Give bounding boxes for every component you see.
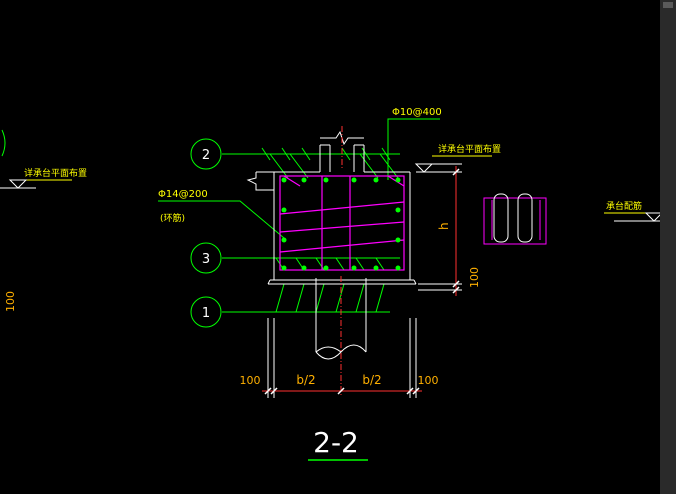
bottom-dimension-lines	[267, 318, 417, 398]
bar-spec-note: (环筋)	[160, 212, 185, 224]
pile	[315, 278, 367, 360]
bubble-1-number: 1	[202, 306, 210, 321]
bar-spec-label: Φ14@200	[158, 189, 208, 200]
leader-ticks-top	[261, 147, 399, 179]
top-level-marker	[414, 163, 434, 173]
leader-ticks-middle	[275, 257, 385, 271]
bubble-3-number: 3	[202, 252, 210, 267]
section-title: 2-2	[313, 426, 359, 459]
dim-right-half: b/2	[362, 373, 381, 387]
scrollbar-thumb[interactable]	[663, 2, 673, 8]
bottom-dimension-ticks	[264, 387, 420, 395]
note-top-right: 详承台平面布置	[438, 143, 501, 155]
far-right-level-marker	[644, 212, 664, 222]
stirrup-cage	[279, 175, 405, 271]
height-symbol: h	[437, 222, 451, 230]
right-dimension-ticks	[452, 168, 460, 294]
dim-right-offset: 100	[418, 374, 439, 387]
left-break-symbol	[246, 172, 274, 191]
right-dimension-extensions	[416, 171, 462, 291]
stirrup-spec-leader	[387, 118, 440, 180]
stirrup-spec-label: Φ10@400	[392, 107, 442, 118]
leader-ticks-bottom	[275, 283, 385, 313]
callout-bubble-2[interactable]: 2	[190, 138, 222, 170]
pile-detail-right	[483, 193, 547, 245]
callout-bubble-3[interactable]: 3	[190, 242, 222, 274]
column-stub	[319, 144, 365, 172]
vertical-scrollbar[interactable]	[660, 0, 676, 494]
dim-right-vertical: 100	[468, 267, 481, 288]
rebar-dots	[281, 177, 401, 271]
left-note-text: 详承台平面布置	[24, 167, 87, 179]
callout-bubble-1[interactable]: 1	[190, 296, 222, 328]
dim-left-offset: 100	[240, 374, 261, 387]
bar-spec-leader	[158, 200, 285, 239]
left-margin-dimension: 100	[4, 291, 17, 312]
left-level-marker	[8, 179, 28, 189]
section-outline	[256, 171, 417, 285]
bubble-2-number: 2	[202, 148, 210, 163]
dim-left-half: b/2	[296, 373, 315, 387]
note-far-right: 承台配筋	[606, 200, 642, 212]
left-edge-arc	[1, 129, 6, 157]
